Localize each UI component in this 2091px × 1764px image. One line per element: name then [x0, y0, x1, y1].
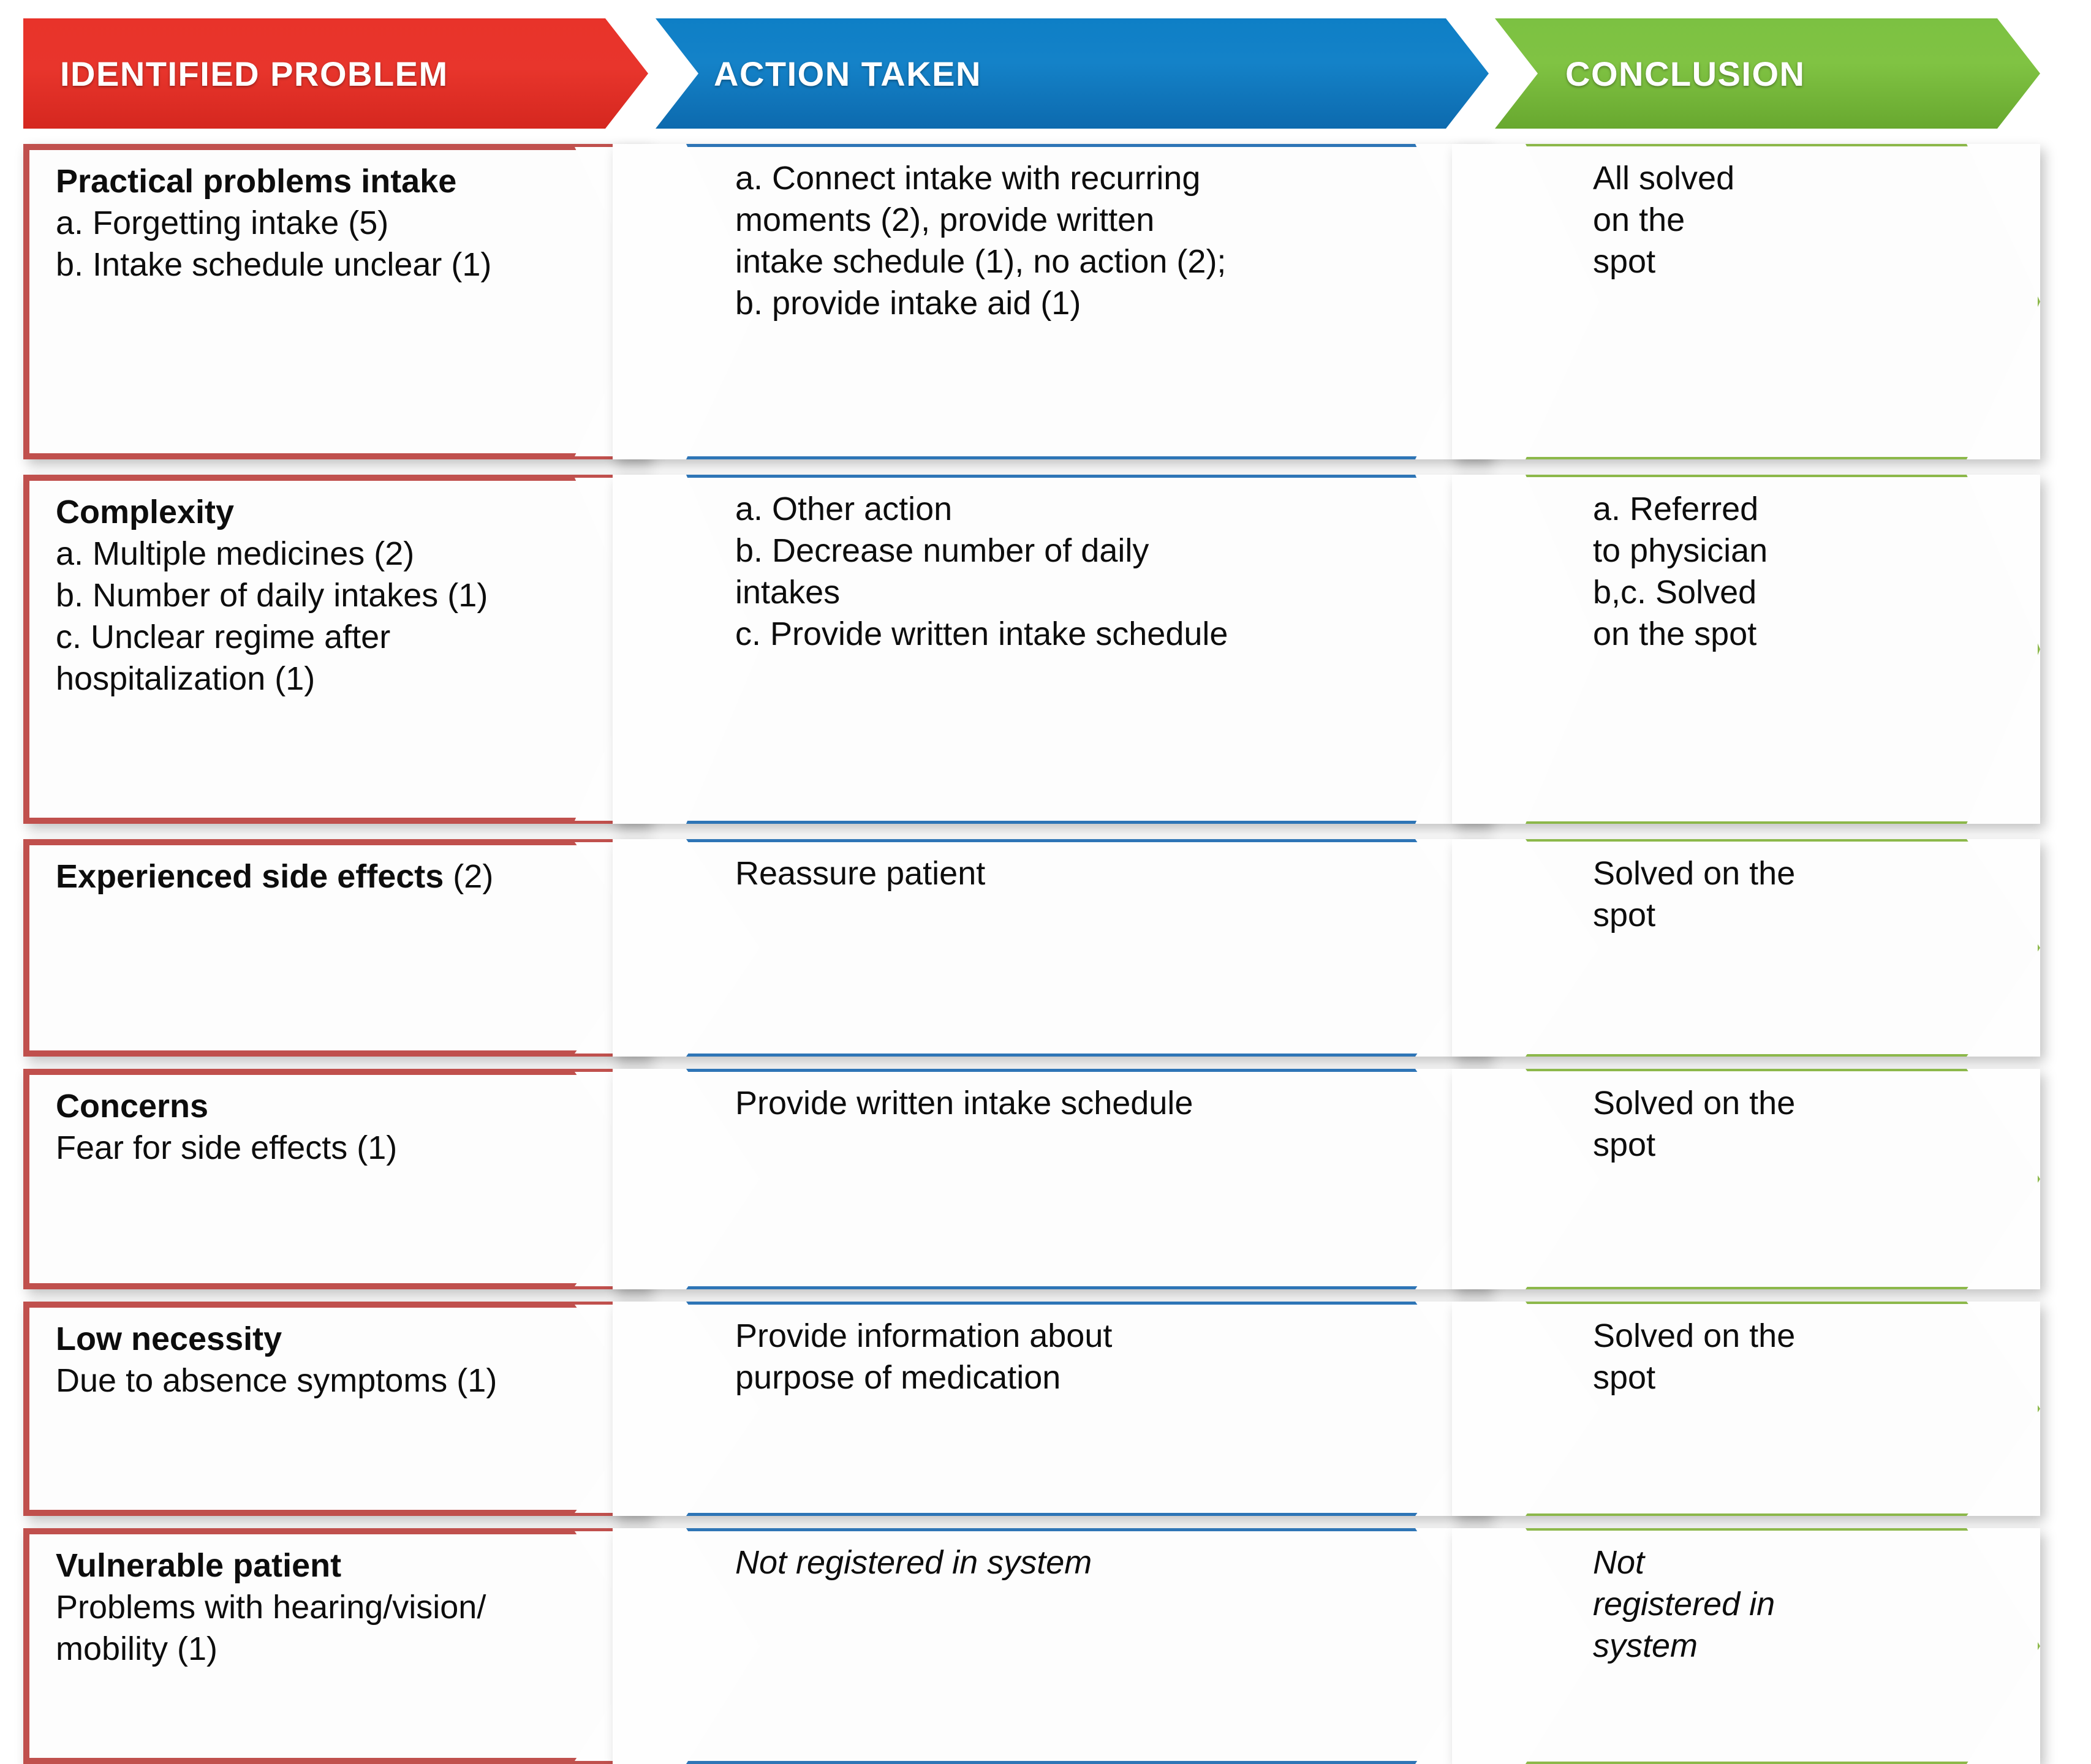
action-taken-cell[interactable]: a. Connect intake with recurring moments… [613, 144, 1489, 459]
identified-problem-text: Low necessity Due to absence symptoms (1… [56, 1321, 497, 1400]
action-taken-cell[interactable]: Provide written intake schedule [613, 1069, 1489, 1289]
conclusion-text: a. Referred to physician b,c. Solved on … [1593, 491, 1768, 653]
conclusion-cell[interactable]: All solved on the spot [1452, 144, 2040, 459]
problem-chevron-shape [26, 1305, 648, 1513]
identified-problem-cell[interactable]: Experienced side effects (2) [23, 839, 648, 1057]
process-row: Vulnerable patient Problems with hearing… [0, 1528, 2091, 1764]
conclusion-text: Not registered in system [1593, 1544, 1775, 1665]
process-row: Low necessity Due to absence symptoms (1… [0, 1302, 2091, 1516]
conclusion-text: Solved on the spot [1593, 1085, 1796, 1164]
identified-problem-text: Experienced side effects (2) [56, 858, 494, 895]
column-header-label-conclusion: CONCLUSION [1565, 54, 1806, 93]
column-header-action-taken: ACTION TAKEN [613, 18, 1489, 129]
conclusion-cell[interactable]: Solved on the spot [1452, 1069, 2040, 1289]
identified-problem-cell[interactable]: Concerns Fear for side effects (1) [23, 1069, 648, 1289]
identified-problem-text: Complexity a. Multiple medicines (2) b. … [56, 494, 488, 698]
column-header-identified-problem: IDENTIFIED PROBLEM [23, 18, 648, 129]
conclusion-text: All solved on the spot [1593, 160, 1735, 281]
action-taken-text: a. Other action b. Decrease number of da… [735, 491, 1228, 653]
conclusion-text: Solved on the spot [1593, 855, 1796, 934]
identified-problem-text: Vulnerable patient Problems with hearing… [56, 1547, 486, 1668]
problem-chevron-shape [26, 1531, 648, 1761]
action-taken-text: Provide information about purpose of med… [735, 1317, 1113, 1396]
problem-chevron-shape [26, 1072, 648, 1286]
problem-chevron-shape [26, 842, 648, 1054]
process-row: Complexity a. Multiple medicines (2) b. … [0, 475, 2091, 824]
process-rows: Practical problems intake a. Forgetting … [0, 144, 2091, 1764]
action-taken-text: Provide written intake schedule [735, 1085, 1193, 1121]
conclusion-cell[interactable]: Not registered in system [1452, 1528, 2040, 1764]
problem-chevron-shape [26, 478, 648, 821]
column-header-band: IDENTIFIED PROBLEM ACTION TAKEN CONCLUSI… [0, 18, 2091, 129]
identified-problem-cell[interactable]: Practical problems intake a. Forgetting … [23, 144, 648, 459]
process-row: Experienced side effects (2) Reassure pat… [0, 839, 2091, 1057]
process-row: Practical problems intake a. Forgetting … [0, 144, 2091, 459]
identified-problem-cell[interactable]: Vulnerable patient Problems with hearing… [23, 1528, 648, 1764]
action-taken-cell[interactable]: Not registered in system [613, 1528, 1489, 1764]
column-header-conclusion: CONCLUSION [1452, 18, 2040, 129]
action-taken-cell[interactable]: Provide information about purpose of med… [613, 1302, 1489, 1516]
conclusion-text: Solved on the spot [1593, 1317, 1796, 1396]
problem-chevron-shape [26, 147, 648, 456]
conclusion-chevron-shape [1452, 144, 2040, 459]
conclusion-cell[interactable]: a. Referred to physician b,c. Solved on … [1452, 475, 2040, 824]
conclusion-cell[interactable]: Solved on the spot [1452, 1302, 2040, 1516]
identified-problem-cell[interactable]: Complexity a. Multiple medicines (2) b. … [23, 475, 648, 824]
conclusion-cell[interactable]: Solved on the spot [1452, 839, 2040, 1057]
process-row: Concerns Fear for side effects (1) Provid… [0, 1069, 2091, 1289]
action-taken-cell[interactable]: a. Other action b. Decrease number of da… [613, 475, 1489, 824]
action-taken-text: Reassure patient [735, 855, 986, 892]
column-header-label-action-taken: ACTION TAKEN [714, 54, 981, 93]
action-taken-text: a. Connect intake with recurring moments… [735, 160, 1227, 322]
identified-problem-text: Practical problems intake a. Forgetting … [56, 163, 492, 284]
identified-problem-cell[interactable]: Low necessity Due to absence symptoms (1… [23, 1302, 648, 1516]
identified-problem-text: Concerns Fear for side effects (1) [56, 1088, 398, 1167]
action-taken-text: Not registered in system [735, 1544, 1092, 1581]
column-header-label-identified-problem: IDENTIFIED PROBLEM [60, 54, 448, 93]
action-taken-cell[interactable]: Reassure patient [613, 839, 1489, 1057]
